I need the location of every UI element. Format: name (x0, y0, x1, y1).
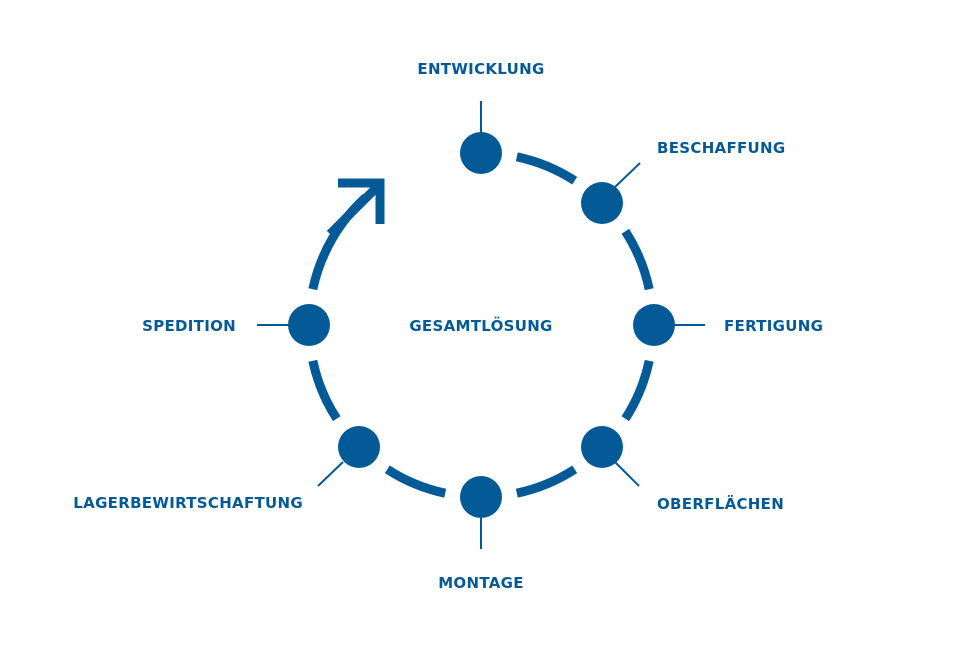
leader-line-lagerbewirtschaftung (317, 461, 344, 487)
stage-label-entwicklung: ENTWICKLUNG (417, 60, 544, 78)
cycle-arrow-icon (326, 178, 385, 238)
stage-label-beschaffung: BESCHAFFUNG (657, 139, 786, 157)
node-spedition (288, 304, 330, 346)
stage-label-spedition: SPEDITION (142, 317, 236, 335)
node-entwicklung (460, 132, 502, 174)
node-fertigung (633, 304, 675, 346)
stage-label-fertigung: FERTIGUNG (724, 317, 823, 335)
node-oberflaechen (581, 426, 623, 468)
leader-lines (257, 101, 705, 549)
ring-segment (308, 359, 341, 422)
leader-line-oberflaechen (614, 461, 640, 487)
stage-label-lagerbewirtschaftung: LAGERBEWIRTSCHAFTUNG (73, 494, 303, 512)
ring-segment (621, 228, 654, 291)
ring-segment (515, 152, 578, 185)
stage-label-oberflaechen: OBERFLÄCHEN (657, 494, 784, 513)
node-lagerbewirtschaftung (338, 426, 380, 468)
stage-label-montage: MONTAGE (438, 574, 524, 592)
node-montage (460, 476, 502, 518)
ring-segment (384, 465, 447, 498)
node-beschaffung (581, 182, 623, 224)
center-label: GESAMTLÖSUNG (409, 316, 552, 335)
leader-line-beschaffung (614, 162, 641, 188)
ring-segment (515, 465, 578, 498)
stage-nodes (288, 132, 675, 518)
ring-segment (621, 359, 654, 422)
cycle-ring (308, 152, 654, 498)
